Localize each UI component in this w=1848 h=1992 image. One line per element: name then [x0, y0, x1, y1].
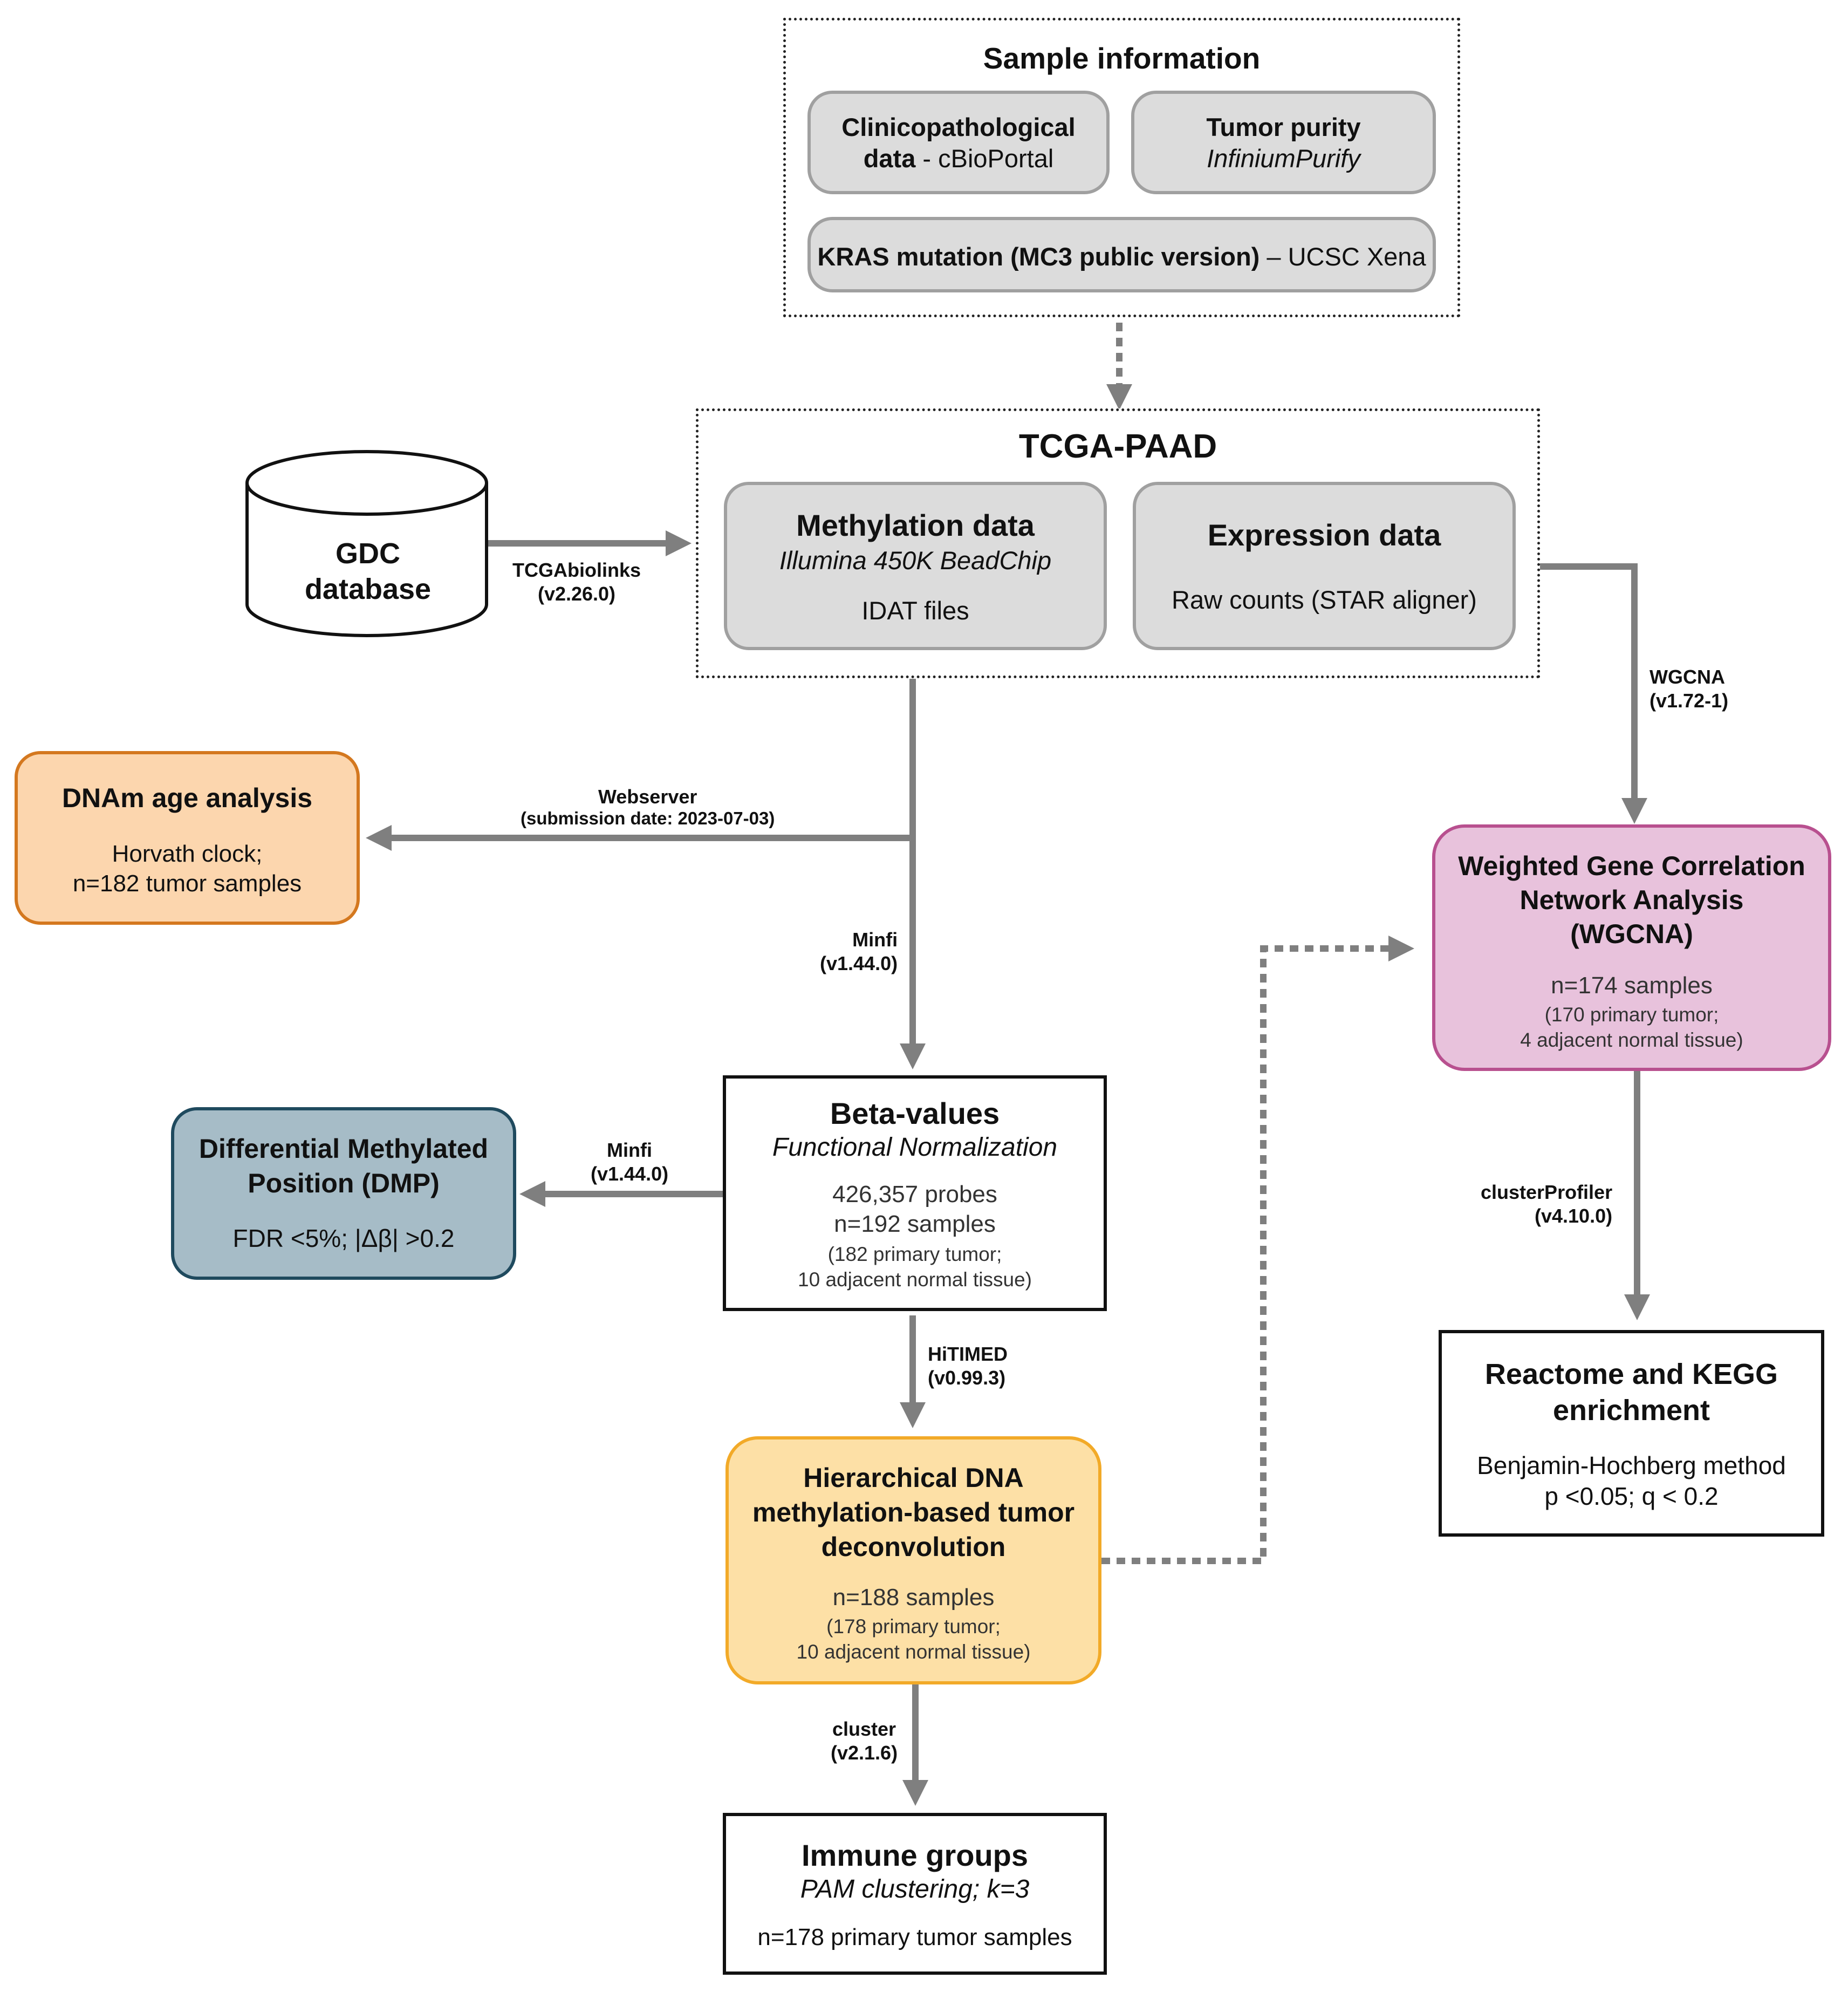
methylation-platform: Illumina 450K BeadChip — [779, 546, 1052, 575]
reactome-kegg-box: Reactome and KEGG enrichment Benjamin-Ho… — [1439, 1330, 1824, 1537]
immune-groups-box: Immune groups PAM clustering; k=3 n=178 … — [723, 1813, 1107, 1975]
reactome-criteria: p <0.05; q < 0.2 — [1544, 1482, 1719, 1510]
dmp-title2: Position (DMP) — [248, 1168, 440, 1198]
gdc-line2: database — [304, 573, 432, 605]
clinicopathological-label: Clinicopathological — [841, 113, 1076, 141]
arrow-hitimed-to-wgcna — [1101, 936, 1414, 1564]
reactome-method: Benjamin-Hochberg method — [1477, 1451, 1786, 1479]
wgcna-title2: Network Analysis — [1520, 885, 1744, 915]
edge-label-clusterprofiler: clusterProfiler(v4.10.0) — [1481, 1181, 1613, 1227]
edge-label-minfi-down: Minfi(v1.44.0) — [820, 929, 898, 974]
hitimed-title3: deconvolution — [821, 1532, 1006, 1562]
beta-values-title: Beta-values — [830, 1096, 1000, 1130]
edge-label-webserver: Webserver(submission date: 2023-07-03) — [521, 786, 775, 829]
beta-values-method: Functional Normalization — [772, 1133, 1058, 1162]
dmp-criteria: FDR <5%; |Δβ| >0.2 — [232, 1224, 455, 1252]
hitimed-title1: Hierarchical DNA — [803, 1463, 1024, 1493]
hitimed-detail1: (178 primary tumor; — [826, 1615, 1001, 1638]
tumor-purity-box: Tumor purity InfiniumPurify — [1131, 91, 1436, 194]
sample-information-title: Sample information — [983, 42, 1261, 75]
wgcna-box: Weighted Gene Correlation Network Analys… — [1432, 824, 1831, 1071]
edge-label-wgcna: WGCNA(v1.72-1) — [1649, 666, 1729, 712]
hitimed-deconvolution-box: Hierarchical DNA methylation-based tumor… — [725, 1436, 1101, 1684]
beta-values-detail2: 10 adjacent normal tissue) — [798, 1268, 1032, 1291]
gdc-database-label: GDC database — [244, 537, 492, 612]
tcga-paad-title: TCGA-PAAD — [1018, 428, 1217, 465]
wgcna-title1: Weighted Gene Correlation — [1458, 851, 1805, 881]
edge-label-hitimed: HiTIMED(v0.99.3) — [928, 1343, 1008, 1389]
dnam-age-line1: Horvath clock; — [112, 841, 263, 867]
wgcna-samples: n=174 samples — [1551, 972, 1713, 999]
dnam-age-title: DNAm age analysis — [61, 783, 313, 813]
immune-groups-title: Immune groups — [801, 1838, 1029, 1872]
tumor-purity-tool: InfiniumPurify — [1207, 144, 1360, 173]
clinicopathological-source: data - cBioPortal — [863, 144, 1054, 173]
hitimed-samples: n=188 samples — [832, 1584, 995, 1611]
methylation-data-title: Methylation data — [796, 508, 1035, 542]
arrow-expression-to-wgcna — [1540, 563, 1647, 824]
dnam-age-line2: n=182 tumor samples — [72, 870, 302, 897]
gdc-database-icon — [245, 450, 488, 637]
hitimed-detail2: 10 adjacent normal tissue) — [796, 1641, 1031, 1663]
methylation-files: IDAT files — [861, 596, 969, 625]
tumor-purity-label: Tumor purity — [1206, 113, 1361, 141]
edge-label-tcgabiolinks: TCGAbiolinks(v2.26.0) — [512, 559, 641, 605]
expression-detail: Raw counts (STAR aligner) — [1172, 585, 1477, 614]
wgcna-title3: (WGCNA) — [1570, 919, 1693, 949]
dnam-age-box: DNAm age analysis Horvath clock; n=182 t… — [15, 751, 360, 925]
reactome-title2: enrichment — [1552, 1394, 1710, 1427]
expression-data-box: Expression data Raw counts (STAR aligner… — [1133, 482, 1516, 650]
beta-values-detail1: (182 primary tumor; — [827, 1243, 1002, 1265]
beta-values-box: Beta-values Functional Normalization 426… — [723, 1075, 1107, 1311]
dmp-box: Differential Methylated Position (DMP) F… — [171, 1107, 516, 1280]
expression-data-title: Expression data — [1207, 518, 1441, 552]
kras-mutation-label: KRAS mutation (MC3 public version) – UCS… — [817, 242, 1426, 271]
immune-groups-samples: n=178 primary tumor samples — [757, 1924, 1072, 1950]
edge-label-minfi-left: Minfi(v1.44.0) — [591, 1139, 669, 1185]
wgcna-detail1: (170 primary tumor; — [1544, 1004, 1719, 1026]
beta-values-samples: n=192 samples — [834, 1211, 996, 1237]
reactome-title1: Reactome and KEGG — [1484, 1358, 1778, 1390]
immune-groups-method: PAM clustering; k=3 — [800, 1875, 1030, 1904]
dmp-title1: Differential Methylated — [199, 1134, 489, 1164]
kras-mutation-box: KRAS mutation (MC3 public version) – UCS… — [807, 217, 1436, 292]
wgcna-detail2: 4 adjacent normal tissue) — [1520, 1029, 1743, 1051]
hitimed-title2: methylation-based tumor — [752, 1497, 1075, 1527]
edge-label-cluster: cluster(v2.1.6) — [831, 1718, 898, 1764]
beta-values-probes: 426,357 probes — [832, 1181, 997, 1208]
methylation-data-box: Methylation data Illumina 450K BeadChip … — [724, 482, 1107, 650]
gdc-line1: GDC — [336, 537, 400, 570]
clinicopathological-box: Clinicopathological data - cBioPortal — [807, 91, 1110, 194]
